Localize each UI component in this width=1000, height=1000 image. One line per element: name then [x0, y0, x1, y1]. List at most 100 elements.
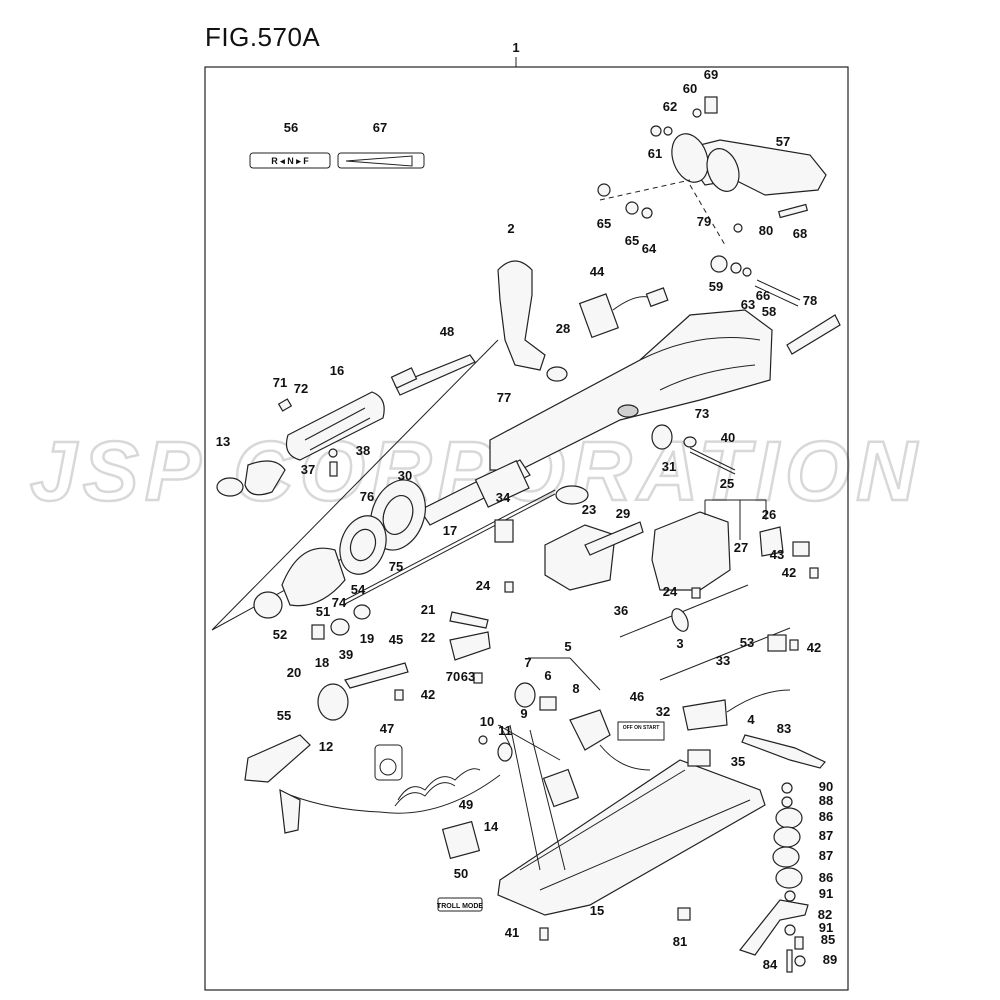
callout-52: 52: [273, 627, 287, 642]
callout-23: 23: [582, 502, 596, 517]
callout-26: 26: [762, 507, 776, 522]
callout-41: 41: [505, 925, 519, 940]
callout-60: 60: [683, 81, 697, 96]
control-lever: [497, 260, 546, 371]
callout-74: 74: [332, 595, 347, 610]
callout-37: 37: [301, 462, 315, 477]
callout-63: 63: [461, 669, 475, 684]
callout-28: 28: [556, 321, 570, 336]
switch-assembly: [651, 511, 731, 591]
callout-88: 88: [819, 793, 833, 808]
callout-76: 76: [360, 489, 374, 504]
callout-43: 43: [770, 547, 784, 562]
callout-36: 36: [614, 603, 628, 618]
callout-39: 39: [339, 647, 353, 662]
callout-19: 19: [360, 631, 374, 646]
watermark: JSP CORPORATION: [30, 424, 923, 518]
ignition-label-text: OFF ON START: [623, 725, 660, 731]
callout-71: 71: [273, 375, 287, 390]
callout-34: 34: [496, 490, 511, 505]
callout-78: 78: [803, 293, 817, 308]
callout-65: 65: [597, 216, 611, 231]
callout-22: 22: [421, 630, 435, 645]
callout-4: 4: [747, 712, 755, 727]
callout-65: 65: [625, 233, 639, 248]
callout-15: 15: [590, 903, 604, 918]
callout-42: 42: [421, 687, 435, 702]
callout-56: 56: [284, 120, 298, 135]
callout-67: 67: [373, 120, 387, 135]
callout-18: 18: [315, 655, 329, 670]
callout-51: 51: [316, 604, 330, 619]
callout-59: 59: [709, 279, 723, 294]
figure-title: FIG.570A: [205, 22, 321, 52]
callout-44: 44: [590, 264, 605, 279]
callout-79: 79: [697, 214, 711, 229]
callout-13: 13: [216, 434, 230, 449]
callout-91: 91: [819, 886, 833, 901]
callout-84: 84: [763, 957, 778, 972]
callout-85: 85: [821, 932, 835, 947]
callout-24: 24: [476, 578, 491, 593]
callout-53: 53: [740, 635, 754, 650]
callout-40: 40: [721, 430, 735, 445]
callout-89: 89: [823, 952, 837, 967]
callout-58: 58: [762, 304, 776, 319]
shift-label-text: R ◂ N ▸ F: [271, 156, 309, 166]
callout-21: 21: [421, 602, 435, 617]
callout-33: 33: [716, 653, 730, 668]
handle-grip: [285, 391, 385, 461]
callout-61: 61: [648, 146, 662, 161]
callout-38: 38: [356, 443, 370, 458]
callout-90: 90: [819, 779, 833, 794]
callout-57: 57: [776, 134, 790, 149]
callout-20: 20: [287, 665, 301, 680]
callout-87: 87: [819, 848, 833, 863]
callout-64: 64: [642, 241, 657, 256]
callout-16: 16: [330, 363, 344, 378]
callout-10: 10: [480, 714, 494, 729]
callout-91: 91: [819, 920, 833, 935]
callout-86: 86: [819, 809, 833, 824]
callout-42: 42: [782, 565, 796, 580]
callout-70: 70: [446, 669, 460, 684]
callout-73: 73: [695, 406, 709, 421]
callout-46: 46: [630, 689, 644, 704]
callout-3: 3: [676, 636, 683, 651]
troll-label-text: TROLL MODE: [437, 903, 483, 910]
callout-31: 31: [662, 459, 676, 474]
callout-55: 55: [277, 708, 291, 723]
callout-47: 47: [380, 721, 394, 736]
callout-12: 12: [319, 739, 333, 754]
callout-7: 7: [524, 655, 531, 670]
callout-68: 68: [793, 226, 807, 241]
base-housing: [497, 759, 766, 916]
callout-75: 75: [389, 559, 403, 574]
callout-14: 14: [484, 819, 499, 834]
callout-87: 87: [819, 828, 833, 843]
callout-45: 45: [389, 632, 403, 647]
callout-86: 86: [819, 870, 833, 885]
callout-72: 72: [294, 381, 308, 396]
callout-6: 6: [544, 668, 551, 683]
arrow-label-wedge: [345, 155, 413, 167]
callout-54: 54: [351, 582, 366, 597]
callout-35: 35: [731, 754, 745, 769]
troll-label-plate: [437, 897, 483, 912]
callout-63: 63: [741, 297, 755, 312]
callout-24: 24: [663, 584, 678, 599]
callout-82: 82: [818, 907, 832, 922]
callout-5: 5: [564, 639, 571, 654]
callout-8: 8: [572, 681, 579, 696]
callout-30: 30: [398, 468, 412, 483]
callout-77: 77: [497, 390, 511, 405]
ignition-label-plate: [617, 721, 665, 741]
callout-83: 83: [777, 721, 791, 736]
callout-81: 81: [673, 934, 687, 949]
callout-29: 29: [616, 506, 630, 521]
shift-label-plate: [249, 152, 331, 169]
assembly-frame: [204, 66, 849, 991]
callout-50: 50: [454, 866, 468, 881]
callout-48: 48: [440, 324, 454, 339]
